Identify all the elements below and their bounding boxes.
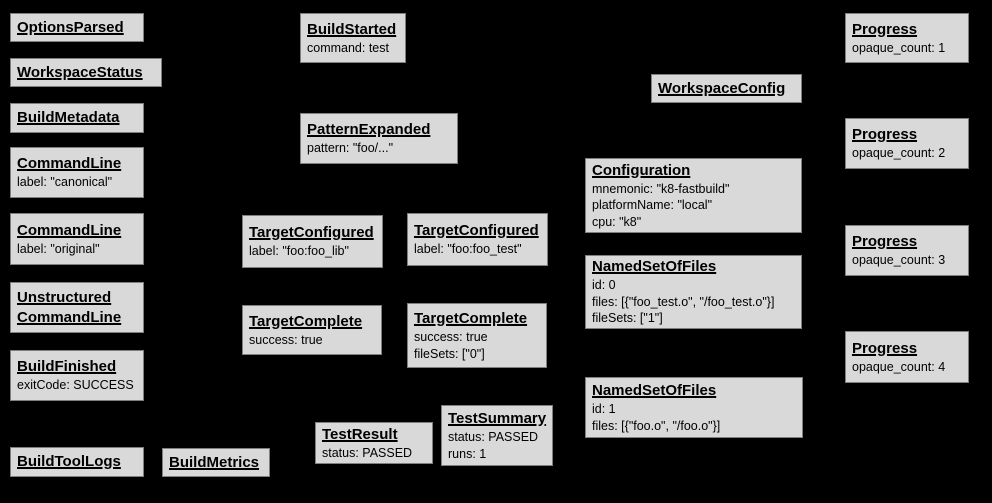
node-field: platformName: "local"	[592, 198, 713, 213]
node-field: label: "canonical"	[17, 175, 113, 190]
node-title: WorkspaceConfig	[658, 79, 786, 97]
node-test-result: TestResult status: PASSED	[315, 422, 433, 464]
node-title: TestSummary	[448, 410, 547, 427]
node-target-complete-foo-test: TargetComplete success: true fileSets: […	[407, 303, 547, 368]
node-title: NamedSetOfFiles	[592, 258, 717, 276]
node-field: label: "original"	[17, 241, 100, 256]
node-command-line-canonical: CommandLine label: "canonical"	[10, 147, 144, 198]
node-field: id: 1	[592, 402, 616, 416]
node-named-set-of-files-0: NamedSetOfFiles id: 0 files: [{"foo_test…	[585, 255, 802, 329]
node-title: BuildToolLogs	[17, 453, 121, 470]
node-command-line-original: CommandLine label: "original"	[10, 213, 144, 265]
node-field: label: "foo:foo_lib"	[249, 244, 349, 259]
node-title: PatternExpanded	[307, 121, 431, 139]
node-workspace-config: WorkspaceConfig	[651, 74, 802, 103]
node-named-set-of-files-1: NamedSetOfFiles id: 1 files: [{"foo.o", …	[585, 377, 803, 438]
node-field: runs: 1	[448, 446, 487, 461]
node-field: files: [{"foo.o", "/foo.o"}]	[592, 418, 721, 433]
node-build-finished: BuildFinished exitCode: SUCCESS	[10, 350, 144, 401]
node-progress-2: Progress opaque_count: 2	[845, 118, 969, 169]
node-field: fileSets: ["0"]	[414, 346, 485, 361]
node-progress-3: Progress opaque_count: 3	[845, 225, 969, 276]
node-build-metadata: BuildMetadata	[10, 103, 144, 133]
node-title: Progress	[852, 233, 918, 251]
node-title: OptionsParsed	[17, 18, 124, 36]
node-field: cpu: "k8"	[592, 214, 642, 229]
node-options-parsed: OptionsParsed	[10, 13, 144, 42]
node-target-configured-foo-test: TargetConfigured label: "foo:foo_test"	[407, 213, 548, 266]
node-field: status: PASSED	[448, 430, 539, 444]
node-pattern-expanded: PatternExpanded pattern: "foo/..."	[300, 113, 458, 164]
node-title: Progress	[852, 20, 918, 38]
node-title: CommandLine	[17, 155, 122, 173]
node-field: opaque_count: 2	[852, 146, 946, 161]
node-title: Configuration	[592, 161, 691, 179]
node-title: TargetComplete	[414, 310, 528, 327]
node-field: opaque_count: 1	[852, 40, 946, 55]
node-field: files: [{"foo_test.o", "/foo_test.o"}]	[592, 294, 775, 309]
node-build-started: BuildStarted command: test	[300, 13, 406, 63]
node-title: Progress	[852, 126, 918, 144]
node-title: BuildStarted	[307, 20, 397, 38]
node-title: BuildFinished	[17, 358, 117, 376]
node-title: NamedSetOfFiles	[592, 382, 717, 399]
node-progress-4: Progress opaque_count: 4	[845, 331, 969, 383]
node-field: opaque_count: 3	[852, 253, 946, 268]
node-field: mnemonic: "k8-fastbuild"	[592, 181, 730, 196]
node-title: BuildMetadata	[17, 109, 120, 126]
node-title: TargetConfigured	[249, 224, 374, 242]
node-target-configured-foo-lib: TargetConfigured label: "foo:foo_lib"	[242, 215, 383, 268]
node-field: success: true	[249, 332, 323, 347]
node-field: pattern: "foo/..."	[307, 141, 394, 156]
node-title: WorkspaceStatus	[17, 63, 143, 81]
node-workspace-status: WorkspaceStatus	[10, 58, 162, 87]
node-title: Progress	[852, 339, 918, 357]
node-progress-1: Progress opaque_count: 1	[845, 13, 969, 63]
node-configuration: Configuration mnemonic: "k8-fastbuild" p…	[585, 158, 802, 233]
node-field: id: 0	[592, 278, 616, 293]
node-target-complete-foo-lib: TargetComplete success: true	[242, 305, 382, 355]
node-build-metrics: BuildMetrics	[162, 448, 270, 477]
node-field: opaque_count: 4	[852, 359, 946, 374]
node-title: BuildMetrics	[169, 453, 260, 471]
node-title: TestResult	[322, 425, 398, 443]
node-field: exitCode: SUCCESS	[17, 378, 134, 393]
node-title: Unstructured CommandLine	[17, 288, 122, 326]
node-field: status: PASSED	[322, 445, 413, 460]
node-title: TargetComplete	[249, 312, 363, 330]
node-unstructured-command-line: Unstructured CommandLine	[10, 282, 144, 333]
node-title: CommandLine	[17, 221, 122, 239]
node-field: success: true	[414, 330, 488, 344]
node-field: command: test	[307, 40, 389, 55]
node-field: label: "foo:foo_test"	[414, 242, 522, 257]
node-test-summary: TestSummary status: PASSED runs: 1	[441, 405, 553, 466]
node-title: TargetConfigured	[414, 222, 539, 240]
node-field: fileSets: ["1"]	[592, 311, 663, 326]
node-build-tool-logs: BuildToolLogs	[10, 447, 144, 477]
